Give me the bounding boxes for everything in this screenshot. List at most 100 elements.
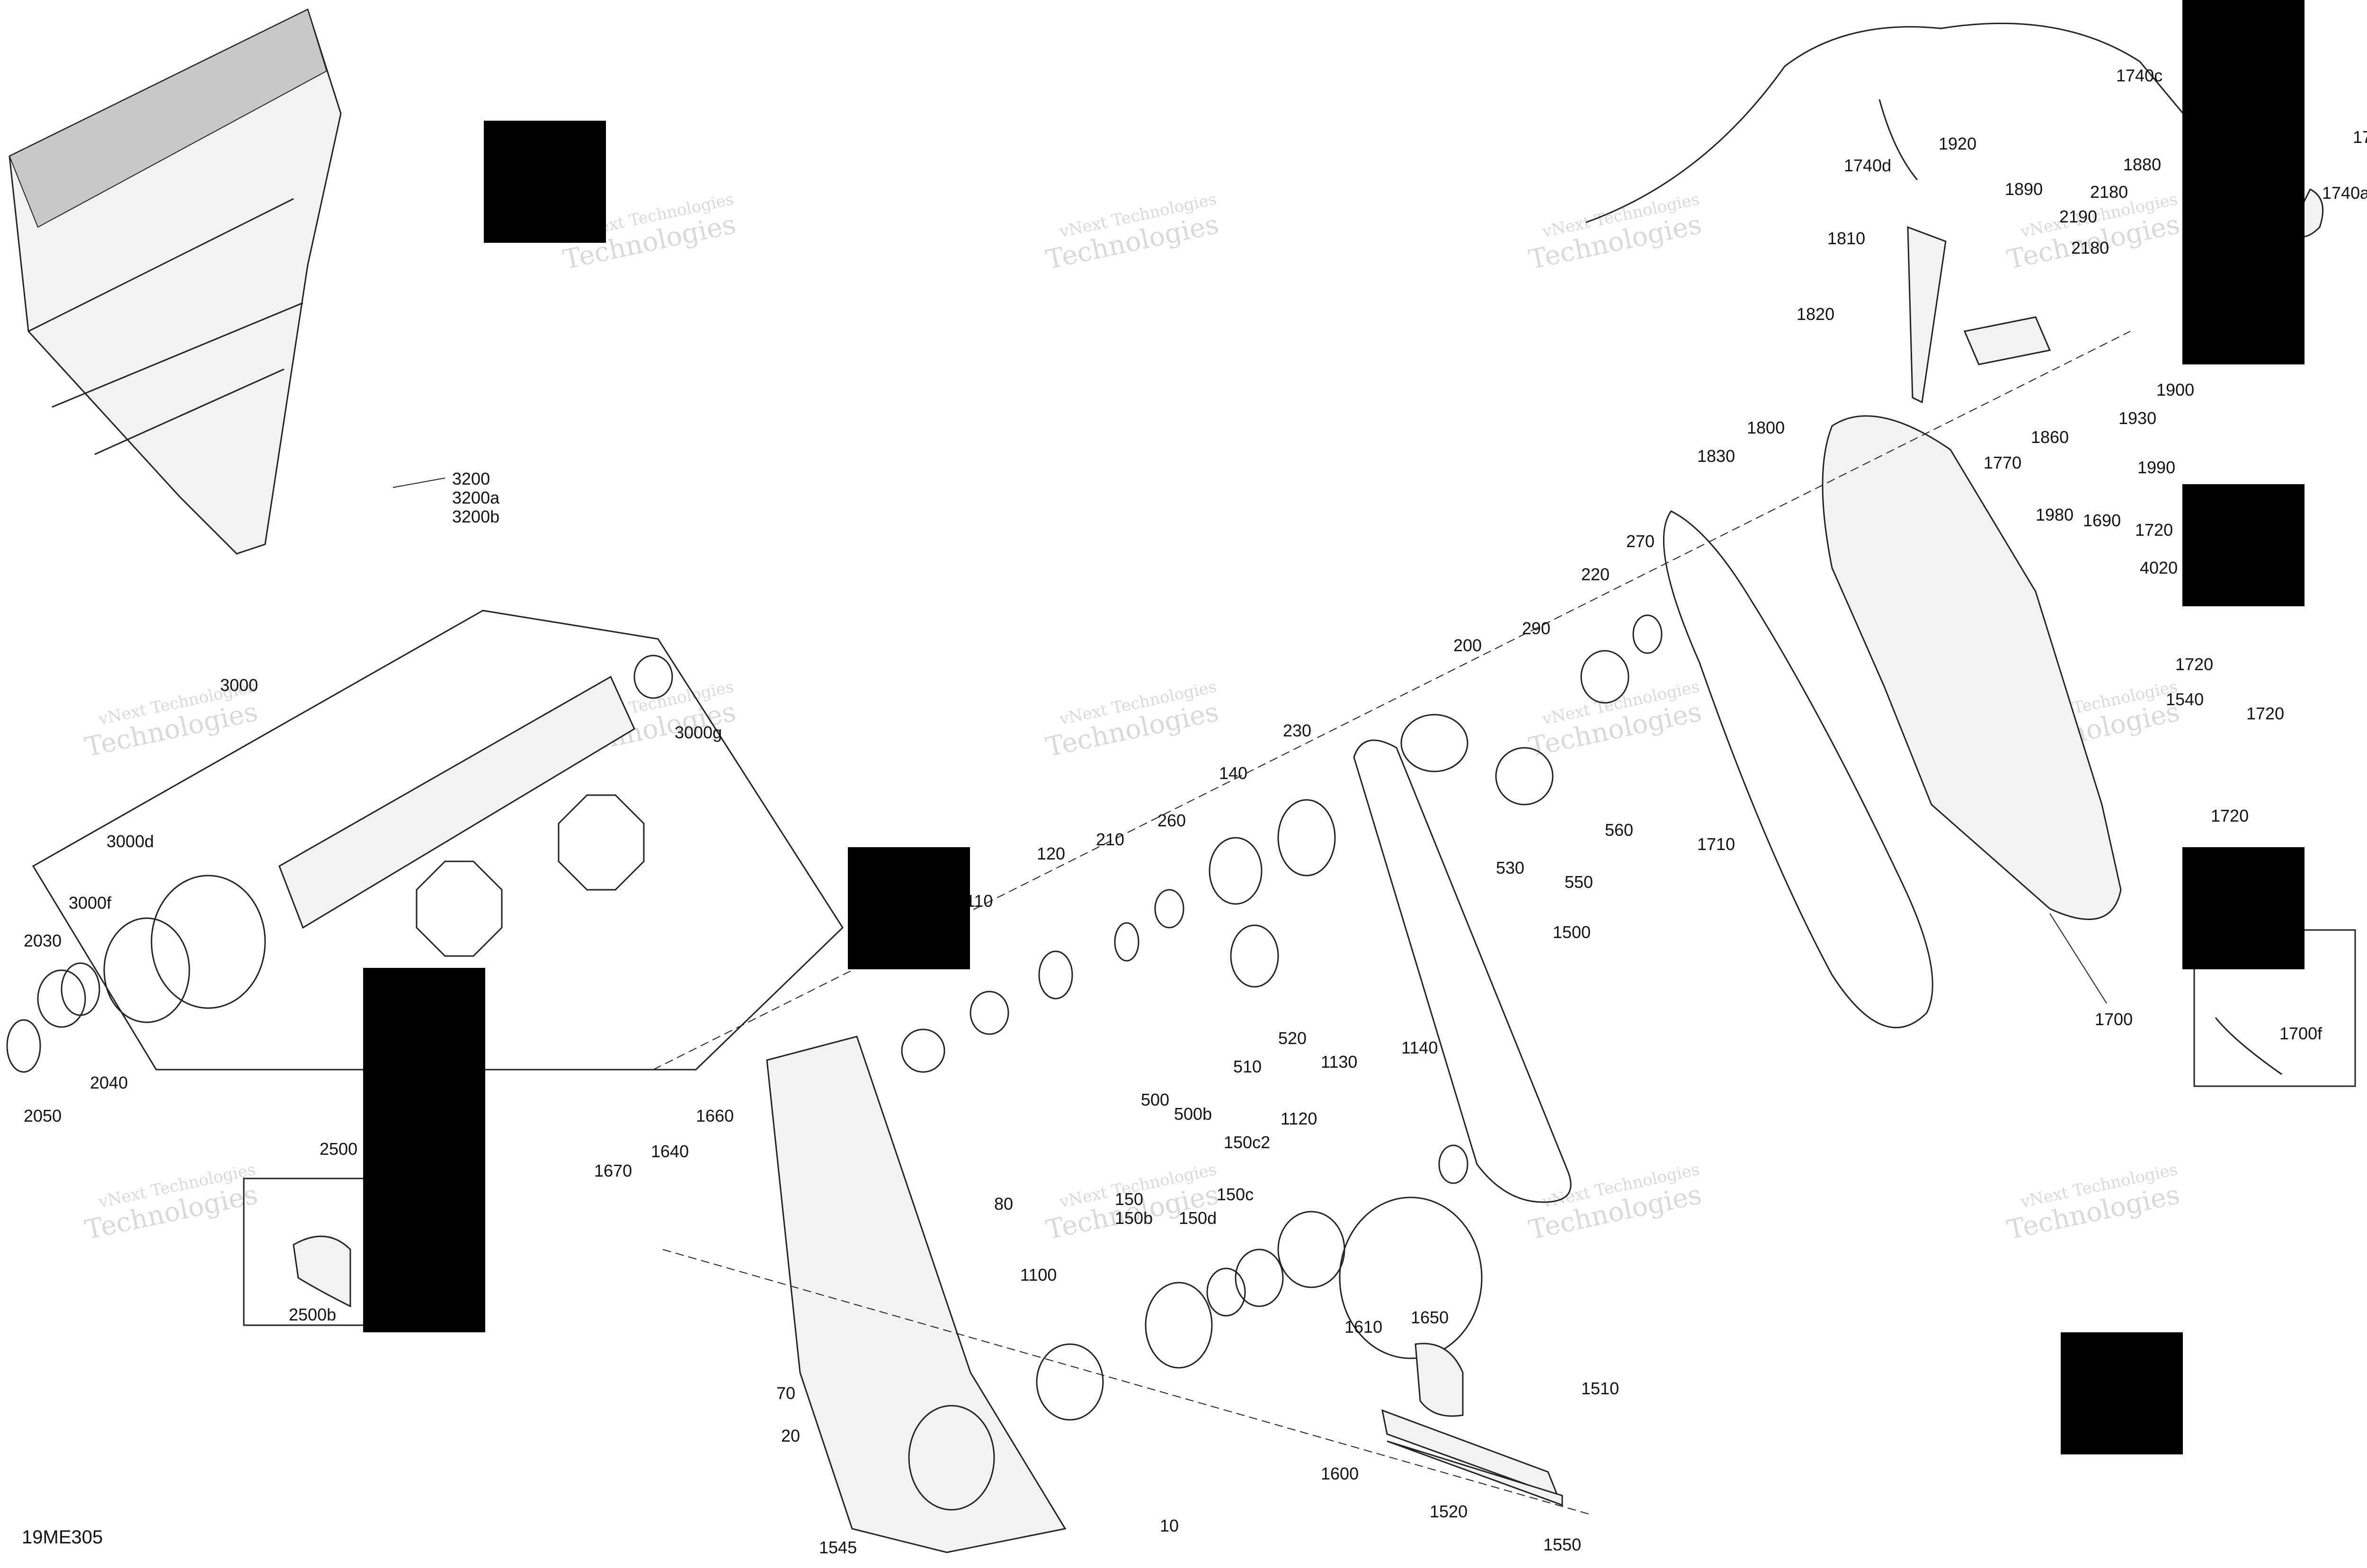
callout-1720c: 1720 [2246, 704, 2284, 723]
callout-4020: 4020 [2140, 558, 2178, 577]
callout-1520: 1520 [1430, 1502, 1468, 1521]
callout-230: 230 [1283, 721, 1311, 740]
callout-510: 510 [1233, 1057, 1262, 1076]
callout-150b: 150b [1115, 1208, 1153, 1228]
redaction-block [2061, 1332, 2183, 1454]
callout-500: 500 [1141, 1090, 1169, 1109]
callout-200: 200 [1453, 636, 1482, 655]
callout-2030: 2030 [24, 931, 62, 950]
callout-20: 20 [781, 1426, 800, 1445]
callout-2500: 2500 [320, 1139, 357, 1159]
callout-1740a: 1740a [2322, 183, 2367, 203]
drive-shaft-group [6, 610, 844, 1073]
callout-120: 120 [1037, 844, 1065, 863]
callout-1900: 1900 [2156, 380, 2194, 399]
assembly-axes [653, 331, 2131, 1515]
callout-270: 270 [1626, 532, 1655, 551]
callout-1820: 1820 [1797, 304, 1834, 324]
callout-220: 220 [1581, 565, 1610, 584]
inner-case [766, 1036, 1067, 1553]
callout-1980: 1980 [2036, 505, 2073, 524]
callout-150c: 150c [1217, 1185, 1254, 1204]
callout-1510: 1510 [1581, 1379, 1619, 1398]
callout-290: 290 [1522, 619, 1550, 638]
callout-labels: 3200 3200a 3200b 3000 3000g 3000d 3000f … [24, 66, 2367, 1557]
callout-1100: 1100 [1020, 1265, 1057, 1285]
callout-1810: 1810 [1827, 229, 1865, 248]
redaction-block [363, 968, 485, 1332]
callout-1890: 1890 [2005, 179, 2043, 199]
callout-3000g: 3000g [675, 723, 722, 742]
callout-150c2: 150c2 [1224, 1133, 1270, 1152]
callout-2500b: 2500b [289, 1305, 336, 1324]
callout-1660: 1660 [696, 1106, 734, 1125]
callout-1130: 1130 [1321, 1052, 1357, 1072]
callout-150d: 150d [1179, 1208, 1217, 1228]
callout-3200a: 3200a [452, 488, 500, 507]
callout-10: 10 [1160, 1516, 1179, 1535]
callout-1700: 1700 [2095, 1010, 2133, 1029]
callout-2180a: 2180 [2090, 182, 2128, 202]
track-section [9, 8, 445, 555]
drivetrain-parts [901, 510, 1933, 1506]
callout-1830: 1830 [1697, 446, 1735, 466]
callout-1540: 1540 [2166, 690, 2204, 709]
callout-1920: 1920 [1939, 134, 1976, 153]
callout-3200: 3200 [452, 469, 490, 488]
redaction-block [484, 121, 606, 243]
callout-70: 70 [776, 1383, 795, 1403]
callout-1740c: 1740c [2116, 66, 2162, 85]
callout-110: 110 [966, 891, 993, 911]
redaction-block [2182, 484, 2305, 606]
inset-2500 [243, 1178, 368, 1326]
callout-1140: 1140 [1401, 1038, 1438, 1057]
callout-2040: 2040 [90, 1073, 128, 1092]
shift-linkage [1585, 22, 2324, 404]
callout-1770: 1770 [1984, 453, 2021, 472]
callout-2050: 2050 [24, 1106, 62, 1125]
callout-500b: 500b [1174, 1104, 1212, 1124]
callout-1700f: 1700f [2279, 1024, 2323, 1043]
callout-530: 530 [1496, 858, 1524, 877]
callout-1720d: 1720 [2211, 806, 2249, 825]
callout-1720b: 1720 [2175, 655, 2213, 674]
callout-1545: 1545 [819, 1538, 857, 1557]
callout-2190: 2190 [2059, 207, 2097, 226]
callout-1990: 1990 [2137, 458, 2175, 477]
callout-1720a: 1720 [2135, 520, 2173, 540]
callout-1690: 1690 [2083, 511, 2121, 530]
redaction-block [2182, 847, 2305, 969]
callout-520: 520 [1278, 1028, 1307, 1048]
redaction-block [2182, 0, 2305, 364]
callout-2180b: 2180 [2071, 238, 2109, 257]
redaction-blocks [363, 0, 2305, 1454]
callout-1600: 1600 [1321, 1464, 1359, 1483]
callout-1650: 1650 [1411, 1308, 1449, 1327]
diagram-code: 19ME305 [22, 1527, 103, 1548]
callout-1880: 1880 [2123, 155, 2161, 174]
callout-1640: 1640 [651, 1142, 689, 1161]
callout-210: 210 [1096, 830, 1124, 849]
redaction-block [848, 847, 970, 969]
callout-1670: 1670 [594, 1161, 632, 1180]
callout-550: 550 [1565, 872, 1593, 892]
callout-3200b: 3200b [452, 507, 499, 526]
chaincase-cover [1822, 415, 2122, 1004]
callout-1710: 1710 [1697, 834, 1735, 854]
callout-140: 140 [1219, 763, 1247, 783]
callout-1930: 1930 [2118, 408, 2156, 428]
callout-3000d: 3000d [107, 832, 154, 851]
callout-1550: 1550 [1543, 1535, 1581, 1554]
callout-260: 260 [1157, 811, 1186, 830]
callout-1610: 1610 [1344, 1317, 1382, 1337]
callout-1860: 1860 [2031, 427, 2069, 447]
